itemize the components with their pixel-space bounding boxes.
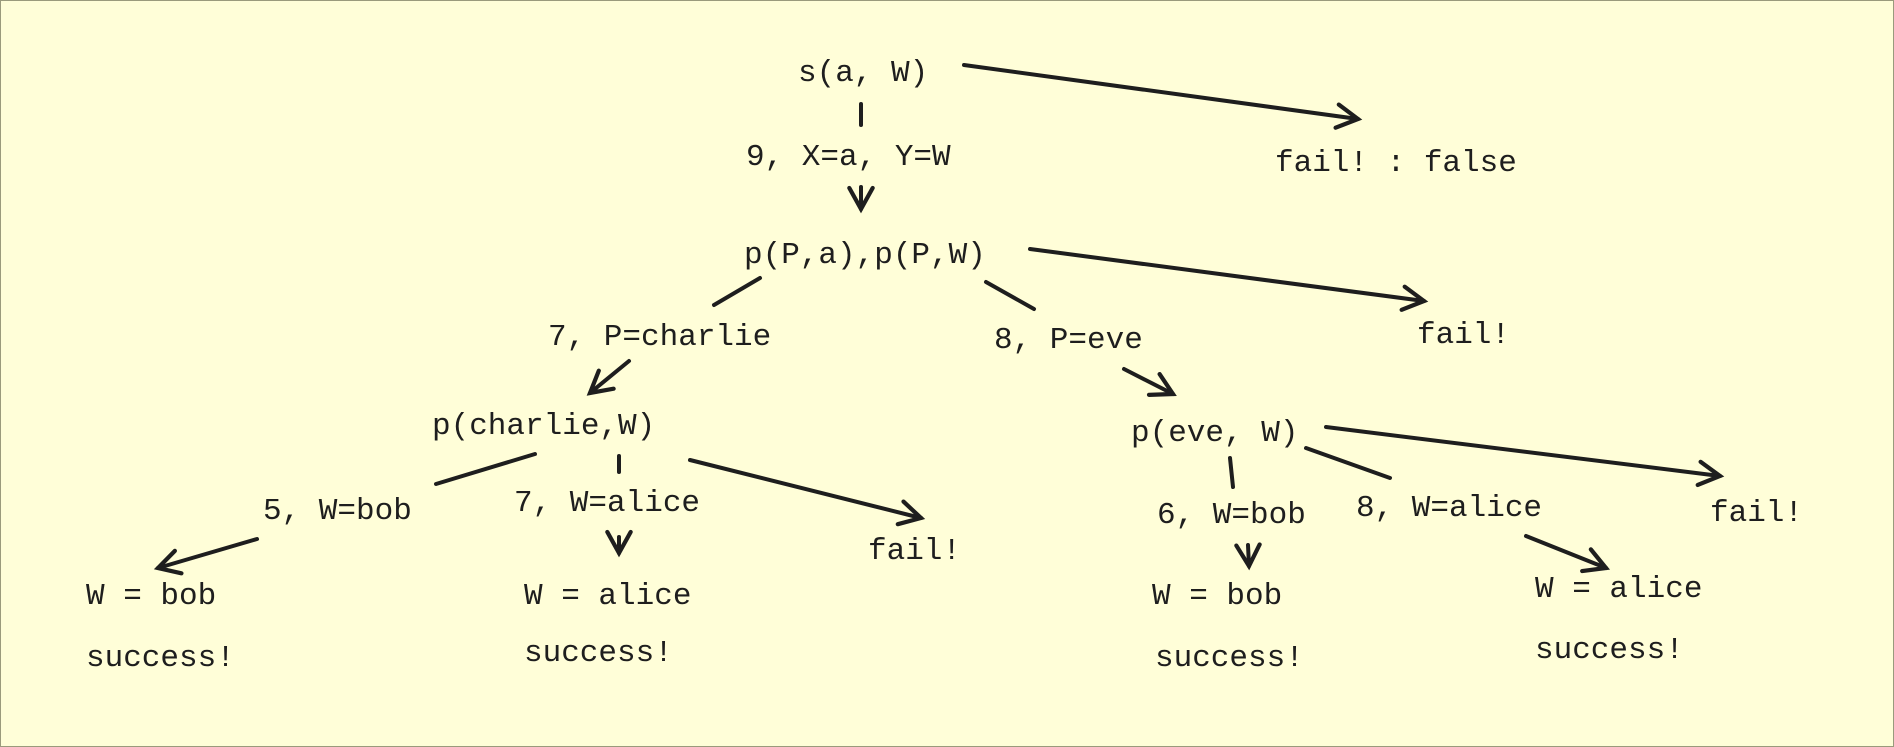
node-rule7-alice: 7, W=alice <box>514 486 700 521</box>
edge-p-eve-to-rule8 <box>1304 446 1392 480</box>
arrow-rule5-to-res1 <box>153 537 259 576</box>
edge-goal2-to-rule8 <box>984 280 1036 311</box>
node-rule5-bob: 5, W=bob <box>263 494 412 529</box>
node-rule8-eve: 8, P=eve <box>994 323 1143 358</box>
result-1-status: success! <box>86 641 235 676</box>
node-p-charlie: p(charlie,W) <box>432 409 655 444</box>
node-p-charlie-fail: fail! <box>868 534 961 569</box>
result-4: W = alice <box>1535 572 1702 607</box>
result-3-status: success! <box>1155 641 1304 676</box>
arrow-p-eve-to-fail <box>1324 425 1725 488</box>
arrow-goal2-to-fail <box>1028 247 1429 312</box>
edge-p-eve-to-rule6 <box>1228 456 1235 489</box>
arrow-root-to-fail <box>962 63 1363 130</box>
node-p-eve: p(eve, W) <box>1131 416 1298 451</box>
result-2-status: success! <box>524 636 673 671</box>
arrow-p-charlie-to-fail <box>688 458 926 527</box>
node-p-eve-fail: fail! <box>1710 496 1803 531</box>
node-rule8-alice: 8, W=alice <box>1356 491 1542 526</box>
arrow-rule8-to-p-eve <box>1122 367 1177 397</box>
node-rule6-bob: 6, W=bob <box>1157 498 1306 533</box>
node-root: s(a, W) <box>798 56 928 91</box>
node-goal2-fail: fail! <box>1417 318 1510 353</box>
result-1: W = bob <box>86 579 216 614</box>
node-rule7-charlie: 7, P=charlie <box>548 320 771 355</box>
node-root-fail: fail! : false <box>1275 146 1517 181</box>
arrow-rule8-to-res4 <box>1524 534 1611 574</box>
result-2: W = alice <box>524 579 691 614</box>
result-3: W = bob <box>1152 579 1282 614</box>
arrow-rule6-to-res3 <box>1234 542 1262 571</box>
node-rule9: 9, X=a, Y=W <box>746 140 951 175</box>
arrow-rule7-to-p-charlie <box>586 359 631 396</box>
result-4-status: success! <box>1535 633 1684 668</box>
edge-p-charlie-to-rule5 <box>434 452 537 486</box>
node-goal2: p(P,a),p(P,W) <box>744 238 986 273</box>
edge-goal2-to-rule7 <box>712 276 762 307</box>
